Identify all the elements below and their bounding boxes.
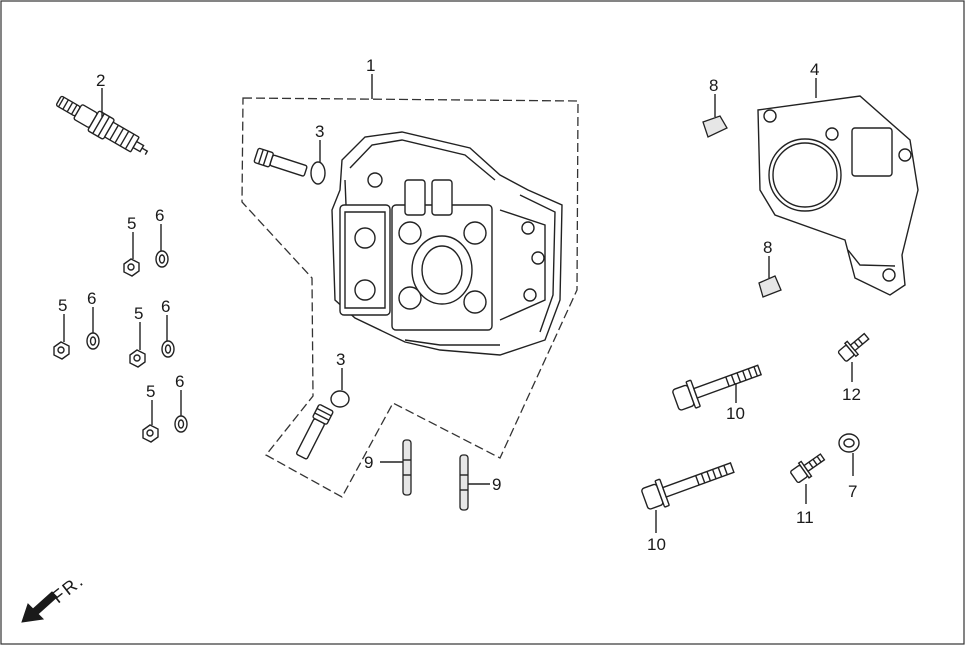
callout-3b: 3 <box>336 350 345 369</box>
washer-part-a <box>155 250 169 268</box>
washer-part-b <box>86 332 100 350</box>
nut-part-d <box>142 424 159 443</box>
callout-6d: 6 <box>175 372 184 391</box>
dowel-pin-upper-part <box>702 115 728 138</box>
nut-part-b <box>53 341 70 360</box>
callout-8a: 8 <box>709 76 718 95</box>
front-direction-arrow-icon <box>21 591 58 623</box>
callout-5c: 5 <box>134 304 143 323</box>
dowel-pin-lower-part <box>758 275 782 298</box>
spark-plug-part <box>55 95 149 155</box>
stud-part-right <box>459 454 469 511</box>
callout-8b: 8 <box>763 238 772 257</box>
flange-bolt-lower-part <box>641 462 735 510</box>
flange-bolt-upper-part <box>672 364 763 411</box>
callout-6b: 6 <box>87 289 96 308</box>
assembly-outline <box>241 97 579 498</box>
callout-6c: 6 <box>161 297 170 316</box>
callout-5b: 5 <box>58 296 67 315</box>
nut-part-c <box>129 349 146 368</box>
callout-5d: 5 <box>146 382 155 401</box>
nut-part-a <box>123 258 140 277</box>
callout-3a: 3 <box>315 122 324 141</box>
callout-11: 11 <box>796 508 814 527</box>
o-ring-upper-part <box>310 161 326 185</box>
callout-7: 7 <box>848 482 857 501</box>
cylinder-head-part <box>331 131 563 356</box>
callout-9b: 9 <box>492 475 501 494</box>
o-ring-lower-part <box>330 390 350 408</box>
washer-part-c <box>161 340 175 358</box>
stud-part-left <box>402 439 412 496</box>
bolt-12-part <box>837 332 870 362</box>
valve-guide-upper-part <box>253 147 308 177</box>
callout-10a: 10 <box>726 404 745 423</box>
callout-2: 2 <box>96 71 105 90</box>
callout-9a: 9 <box>364 453 373 472</box>
small-bolt-part <box>790 453 826 484</box>
callout-5a: 5 <box>127 214 136 233</box>
callout-12: 12 <box>842 385 861 404</box>
callout-4: 4 <box>810 60 819 79</box>
callout-1: 1 <box>366 56 375 75</box>
front-direction-label: FR. <box>48 570 88 607</box>
head-gasket-part <box>757 95 919 296</box>
callout-6a: 6 <box>155 206 164 225</box>
washer-part-d <box>174 415 188 433</box>
valve-guide-lower-part <box>296 404 334 460</box>
washer-7-part <box>838 433 860 453</box>
callout-10b: 10 <box>647 535 666 554</box>
